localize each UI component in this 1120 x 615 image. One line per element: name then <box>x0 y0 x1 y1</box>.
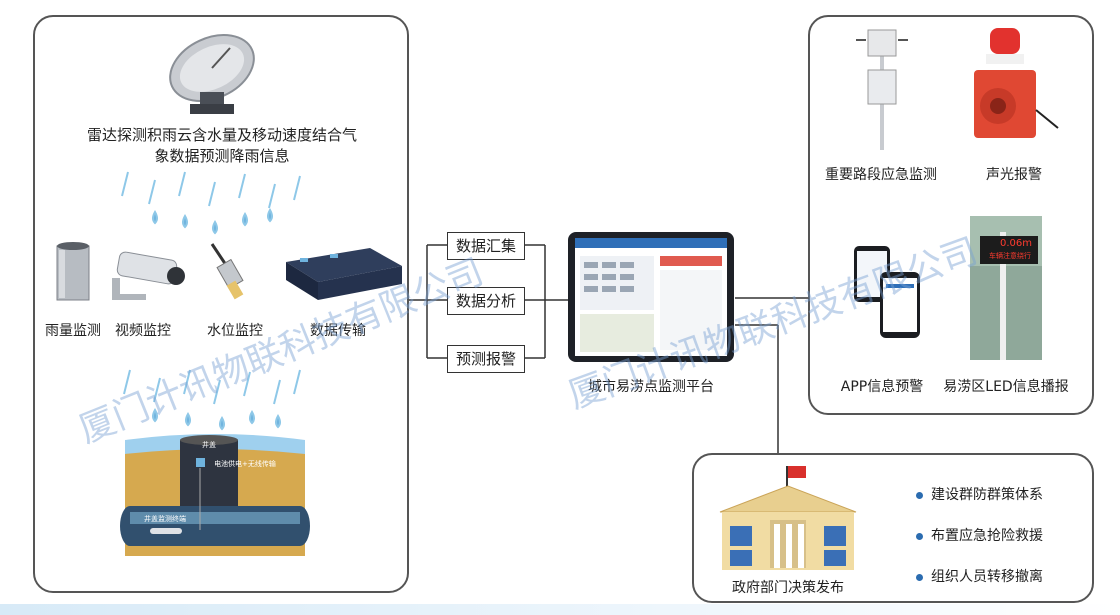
right-panel <box>808 15 1094 415</box>
manhole-section-icon <box>120 434 310 556</box>
weather-station-icon <box>856 29 908 150</box>
gov-bullet-text-3: 组织人员转移撤离 <box>931 569 1043 585</box>
government-building-icon <box>719 466 857 570</box>
connector-lines <box>405 244 810 455</box>
well-power-label: 电池供电+无线传输 <box>214 460 276 468</box>
gov-bullet-1: 建设群防群策体系 <box>916 484 1043 504</box>
led-text-line2: 车辆注意绕行 <box>989 252 1031 260</box>
bottom-strip <box>0 604 1120 615</box>
well-terminal-label: 井盖监测终端 <box>144 515 186 523</box>
process-box-data-collection: 数据汇集 <box>447 232 525 260</box>
rain-icon <box>121 171 301 235</box>
radar-caption-line2: 象数据预测降雨信息 <box>154 147 290 165</box>
gov-label: 政府部门决策发布 <box>732 580 844 596</box>
gov-bullet-text-2: 布置应急抢险救援 <box>931 528 1043 544</box>
led-text-line1: 0.06m <box>999 238 1032 249</box>
device-label-water-level: 水位监控 <box>207 323 263 339</box>
bullet-dot-icon <box>916 573 923 581</box>
well-top-label: 井盖 <box>202 441 216 449</box>
cctv-camera-icon <box>112 251 185 300</box>
process-box-data-analysis: 数据分析 <box>447 287 525 315</box>
smartphone-app-icon <box>854 246 920 338</box>
bullet-dot-icon <box>916 532 923 540</box>
monitoring-platform-tablet-icon <box>568 232 734 362</box>
bullet-dot-icon <box>916 491 923 499</box>
right-item-label-road-monitoring: 重要路段应急监测 <box>825 167 937 183</box>
process-box-forecast-alarm: 预测报警 <box>447 345 525 373</box>
radar-dish-icon <box>169 34 255 114</box>
radar-caption-line1: 雷达探测积雨云含水量及移动速度结合气 <box>86 126 357 144</box>
right-item-label-app-warning: APP信息预警 <box>840 379 924 395</box>
right-item-label-led-broadcast: 易涝区LED信息播报 <box>943 379 1069 395</box>
right-item-label-sound-light-alarm: 声光报警 <box>986 167 1042 183</box>
device-label-rain-gauge: 雨量监测 <box>45 323 101 339</box>
sound-light-alarm-icon <box>974 28 1059 138</box>
platform-label: 城市易涝点监测平台 <box>588 379 714 395</box>
rain-lower-icon <box>123 369 301 431</box>
led-sign-icon <box>970 216 1042 360</box>
device-label-cctv: 视频监控 <box>115 323 171 339</box>
gov-bullet-text-1: 建设群防群策体系 <box>931 487 1043 503</box>
rain-gauge-icon <box>56 242 90 301</box>
gov-bullet-3: 组织人员转移撤离 <box>916 566 1043 586</box>
gov-bullet-2: 布置应急抢险救援 <box>916 525 1043 545</box>
device-label-data-transmission: 数据传输 <box>310 323 366 339</box>
water-level-sensor-icon <box>210 243 244 300</box>
data-transmitter-icon <box>286 248 402 300</box>
